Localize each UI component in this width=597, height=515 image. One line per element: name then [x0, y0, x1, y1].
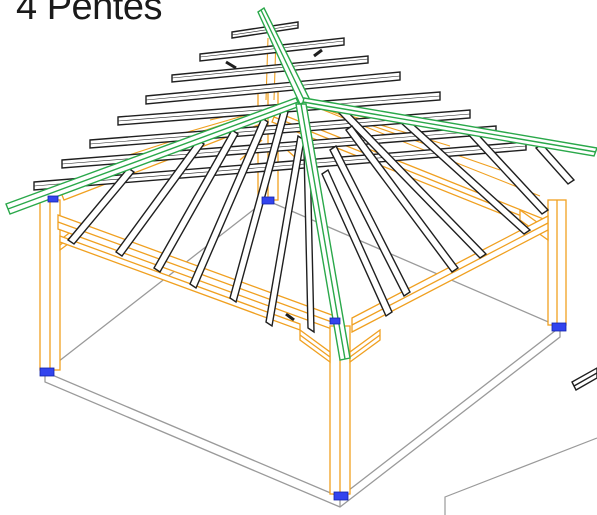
- anchor-top-front-icon: [329, 317, 341, 325]
- anchor-left-icon: [39, 367, 55, 377]
- post-anchors: [39, 195, 567, 501]
- front-rafters: [66, 106, 576, 334]
- drawing-title: 4 Pentes: [16, 0, 163, 28]
- loose-board: [571, 367, 597, 391]
- secondary-slab-edge: [444, 437, 597, 515]
- anchor-top-left-icon: [47, 195, 59, 203]
- anchor-front-icon: [333, 491, 349, 501]
- hip-rafters: [5, 6, 597, 361]
- anchor-back-icon: [261, 196, 275, 205]
- anchor-right-icon: [551, 322, 567, 332]
